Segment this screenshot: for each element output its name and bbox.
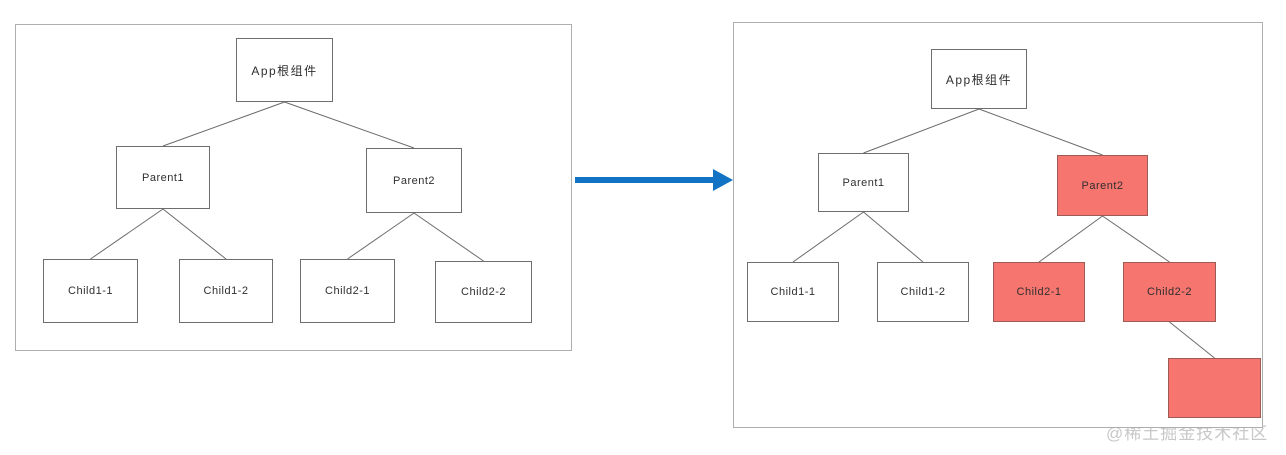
tree-before-node-app: App根组件 <box>236 38 333 102</box>
tree-after-node-app: App根组件 <box>931 49 1027 109</box>
node-label: Parent2 <box>1081 179 1124 192</box>
tree-after-node-new-node <box>1168 358 1261 418</box>
edge-parent2-to-child2-2 <box>1102 215 1170 263</box>
edge-app-to-parent2 <box>978 108 1103 156</box>
tree-after-node-child1-1: Child1-1 <box>747 262 839 322</box>
tree-after-node-child2-2: Child2-2 <box>1123 262 1216 322</box>
tree-before-node-parent2: Parent2 <box>366 148 462 213</box>
tree-before-node-child2-2: Child2-2 <box>435 261 532 323</box>
tree-after-node-parent1: Parent1 <box>818 153 909 212</box>
watermark: @稀土掘金技术社区 <box>1106 424 1269 443</box>
node-label: App根组件 <box>945 72 1013 87</box>
node-label: Child2-2 <box>461 286 506 298</box>
edge-parent1-to-child1-2 <box>863 211 924 263</box>
arrow-head <box>713 169 733 191</box>
node-label: Parent1 <box>141 171 185 184</box>
edge-app-to-parent2 <box>284 101 415 149</box>
edge-parent2-to-child2-1 <box>347 212 415 260</box>
edge-child2-2-to-new-node <box>1169 321 1215 359</box>
node-label: Child1-1 <box>68 285 113 297</box>
tree-after-node-child2-1: Child2-1 <box>993 262 1085 322</box>
tree-before-node-child1-1: Child1-1 <box>43 259 138 323</box>
node-label: Child2-1 <box>1016 286 1062 298</box>
node-label: Child1-1 <box>770 286 816 298</box>
edge-parent2-to-child2-1 <box>1038 215 1103 263</box>
tree-before-node-parent1: Parent1 <box>116 146 210 209</box>
tree-after-edges <box>792 108 1215 359</box>
node-label: Parent1 <box>842 176 885 189</box>
node-label: Child1-2 <box>203 285 249 297</box>
edge-app-to-parent1 <box>863 108 980 154</box>
tree-before-node-child2-1: Child2-1 <box>300 259 395 323</box>
node-label: Child2-1 <box>325 285 370 297</box>
node-label: Child2-2 <box>1147 286 1192 298</box>
node-label: Child1-2 <box>900 286 946 298</box>
tree-before-node-child1-2: Child1-2 <box>179 259 273 323</box>
edge-parent1-to-child1-1 <box>792 211 864 263</box>
edge-app-to-parent1 <box>162 101 285 147</box>
edge-parent1-to-child1-1 <box>90 208 164 260</box>
edge-parent1-to-child1-2 <box>162 208 227 260</box>
tree-after-node-parent2: Parent2 <box>1057 155 1148 216</box>
node-label: App根组件 <box>251 63 318 78</box>
edge-parent2-to-child2-2 <box>413 212 484 262</box>
node-label: Parent2 <box>392 174 436 187</box>
tree-after-node-child1-2: Child1-2 <box>877 262 969 322</box>
tree-before-edges <box>90 101 484 262</box>
